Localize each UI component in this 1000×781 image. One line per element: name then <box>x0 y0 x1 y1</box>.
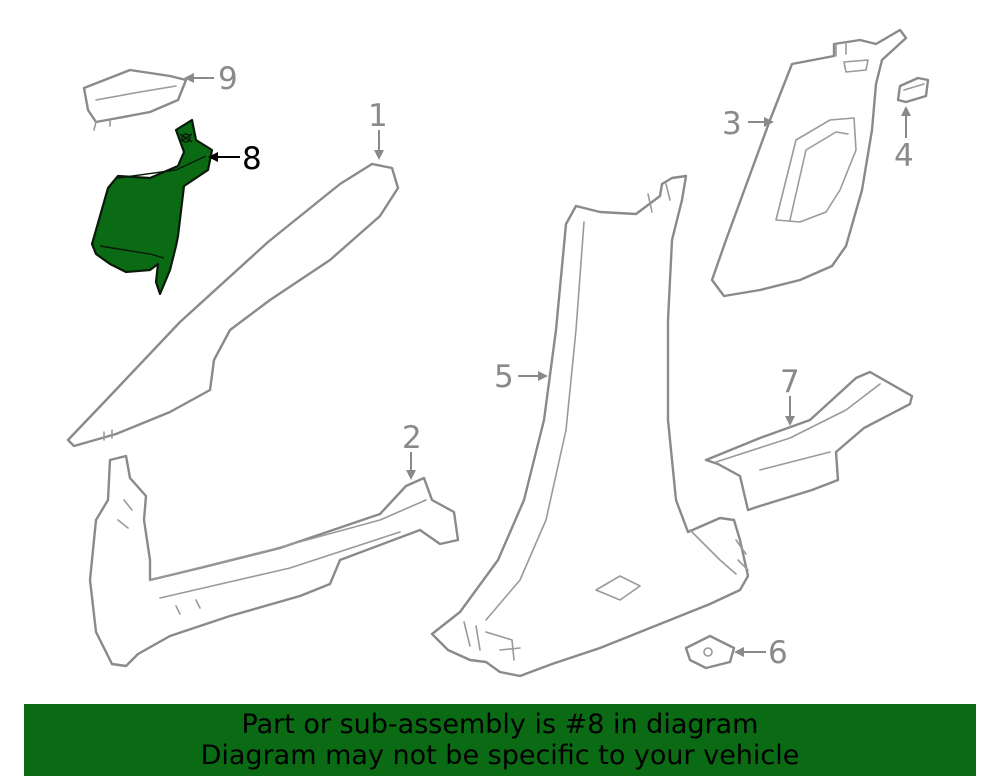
banner-line-1: Part or sub-assembly is #8 in diagram <box>241 709 759 740</box>
callout-7: 7 <box>780 364 800 400</box>
callout-1: 1 <box>368 98 388 134</box>
callout-5: 5 <box>494 359 514 395</box>
callout-8: 8 <box>242 141 262 177</box>
info-banner: Part or sub-assembly is #8 in diagram Di… <box>24 704 976 776</box>
callout-3: 3 <box>722 106 742 142</box>
part-2 <box>88 454 460 668</box>
part-1 <box>66 162 400 448</box>
banner-line-2: Diagram may not be specific to your vehi… <box>200 740 800 771</box>
part-5 <box>430 174 750 678</box>
part-7 <box>704 370 914 512</box>
callout-6: 6 <box>768 635 788 671</box>
part-4 <box>896 76 930 104</box>
part-3 <box>710 28 908 298</box>
part-8-highlighted <box>90 118 214 296</box>
callout-2: 2 <box>402 420 422 456</box>
callout-9: 9 <box>218 61 238 97</box>
part-6 <box>684 634 736 670</box>
callout-4: 4 <box>894 138 914 174</box>
parts-diagram: 1 2 3 4 5 6 7 8 9 <box>66 28 930 678</box>
callout-leaders <box>184 73 911 657</box>
part-9 <box>82 68 188 131</box>
